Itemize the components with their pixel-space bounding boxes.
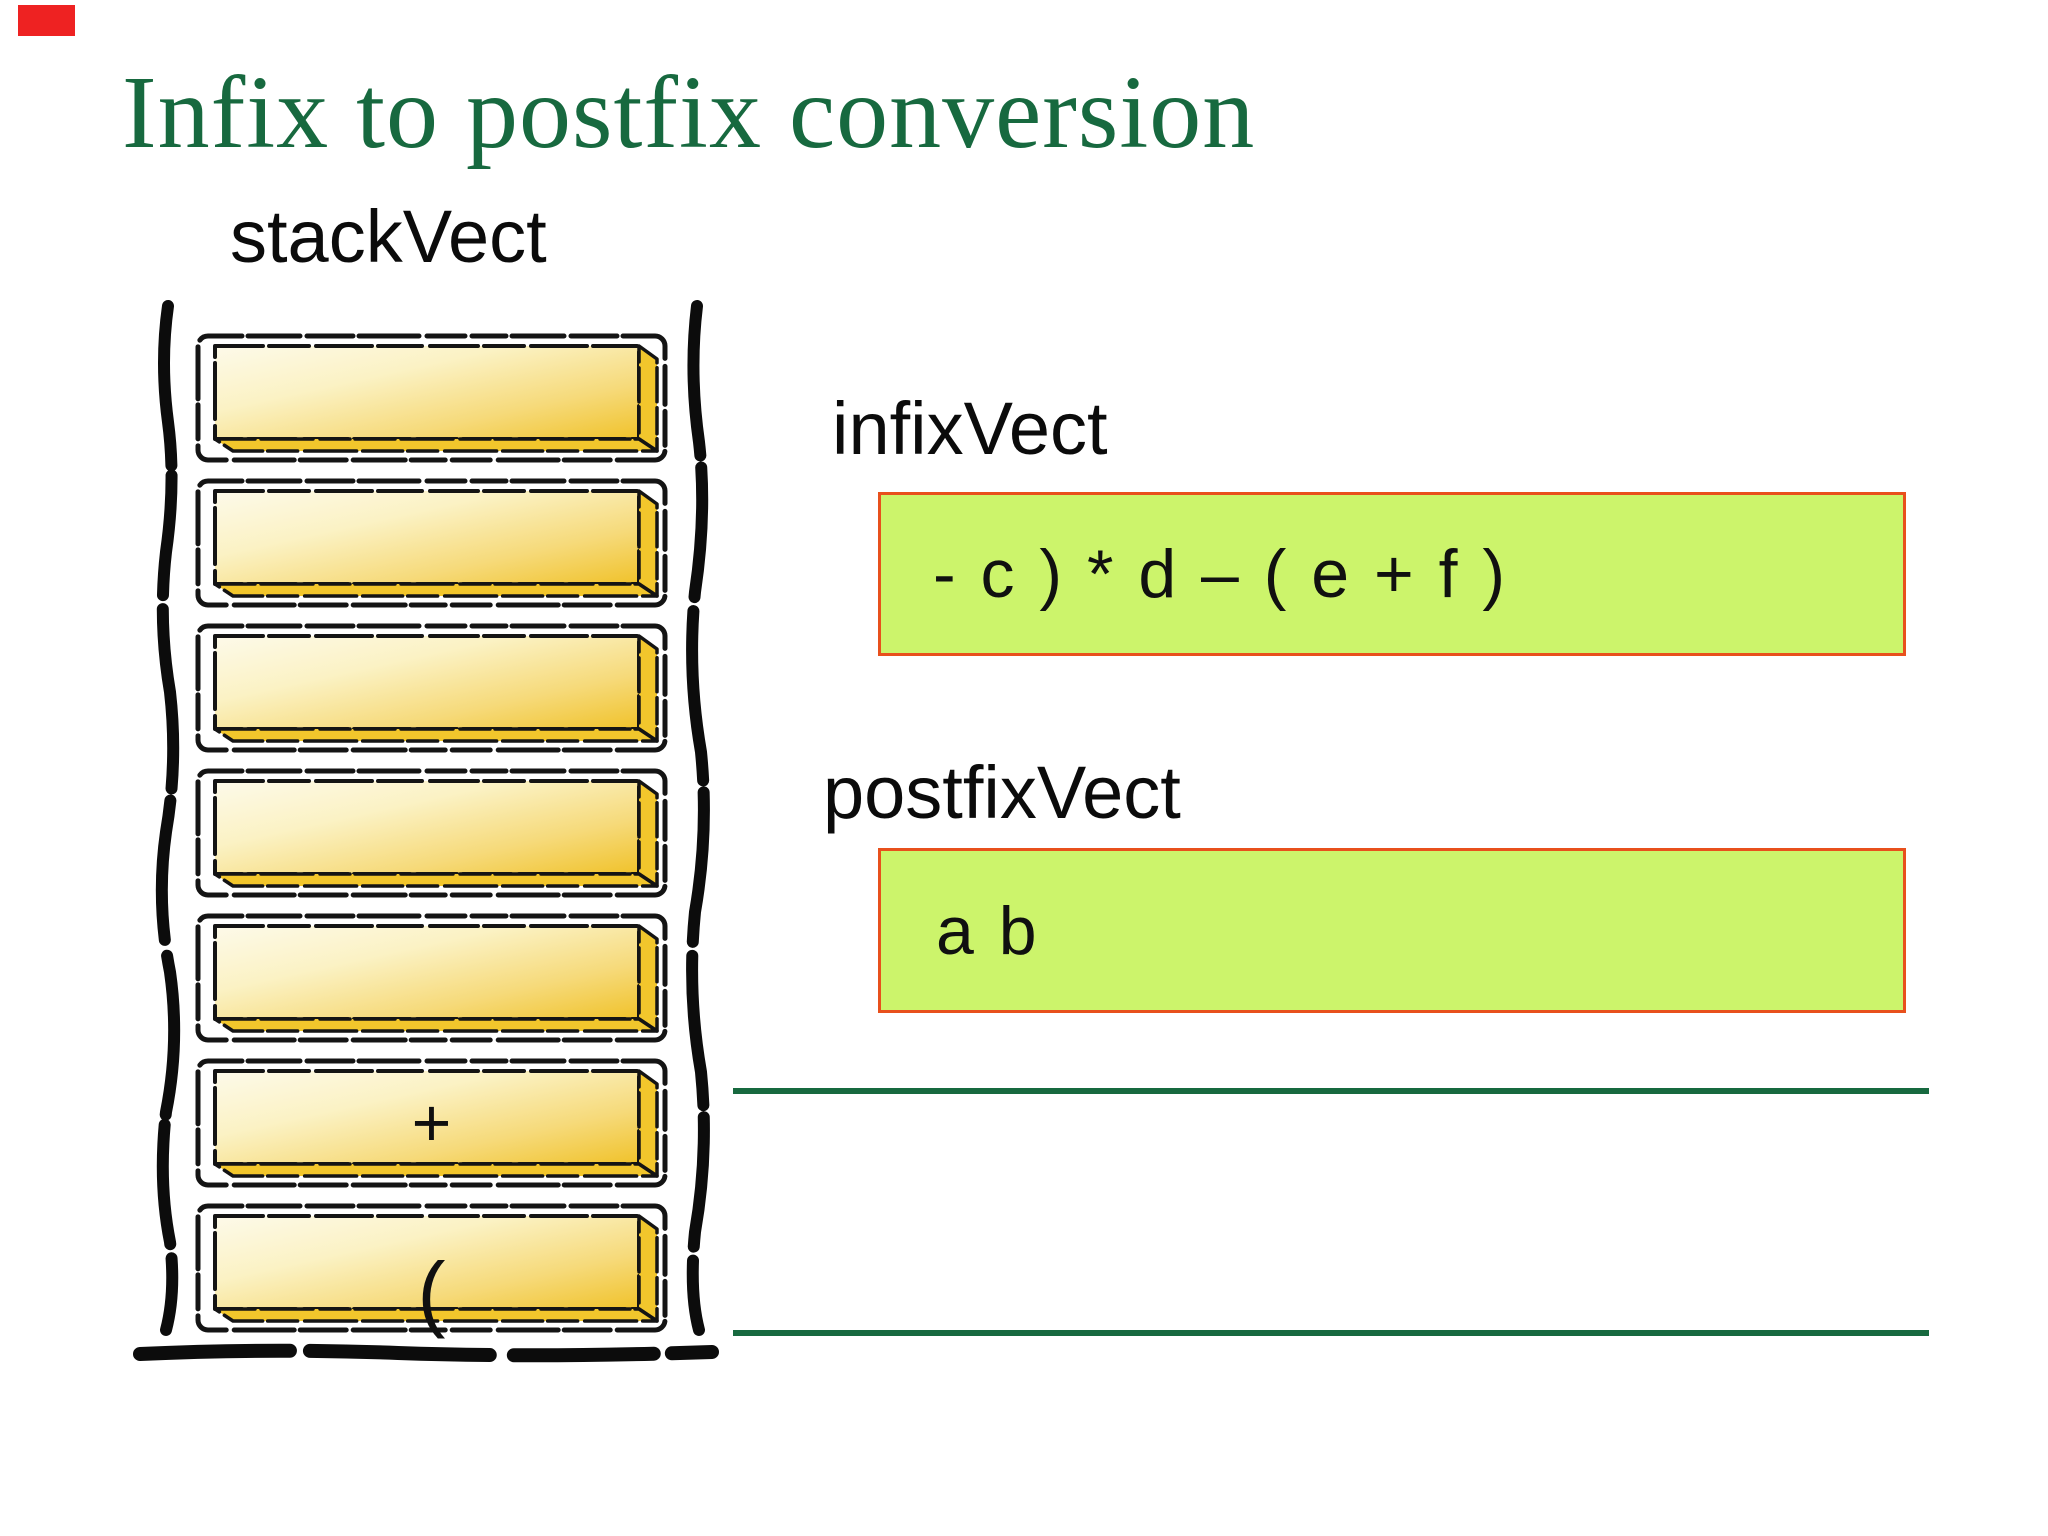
stack-left-wall [155,300,181,1336]
stack-item-label [195,333,668,463]
stack-item-label: + [411,1085,452,1161]
divider-line-top [733,1088,1929,1094]
stack-item-label [195,478,668,608]
stack-label: stackVect [230,195,547,278]
stack-right-wall [686,300,710,1336]
infix-label: infixVect [832,387,1108,470]
postfix-value: a b [936,892,1040,969]
postfix-box: a b [878,848,1906,1013]
page-title: Infix to postfix conversion [122,55,1256,170]
stack-item-label: ( [417,1244,446,1339]
stack-item-label [195,913,668,1043]
infix-value: - c ) * d – ( e + f ) [933,536,1509,612]
infix-box: - c ) * d – ( e + f ) [878,492,1906,656]
stack-bottom-edge [133,1343,719,1363]
stack-item-label [195,623,668,753]
postfix-label: postfixVect [823,751,1181,834]
divider-line-bottom [733,1330,1929,1336]
stack-diagram [133,300,719,1363]
corner-mark [18,5,75,36]
stack-item-label [195,768,668,898]
